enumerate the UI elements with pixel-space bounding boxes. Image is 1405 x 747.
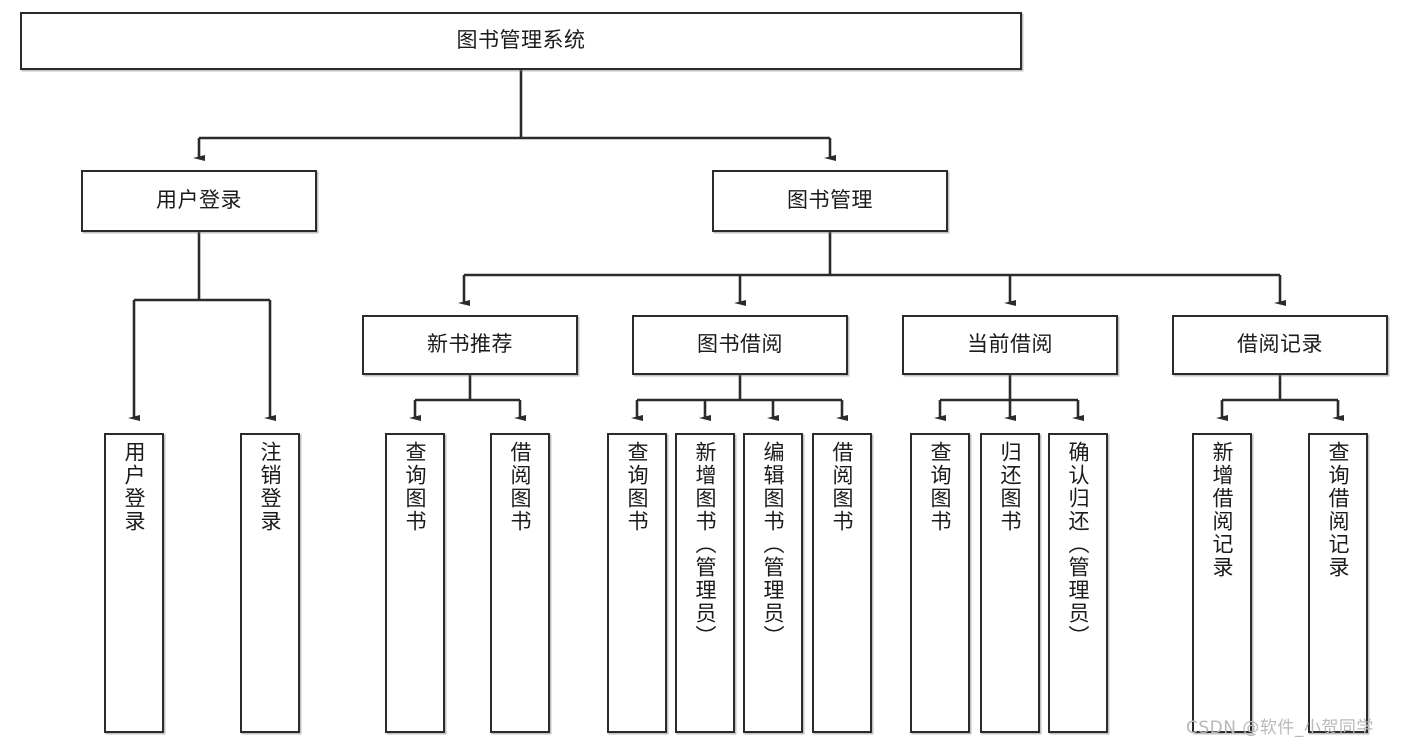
node-label: 用户登录 (122, 441, 147, 533)
node-leaf-query-book-2[interactable]: 查询图书 (607, 433, 667, 733)
node-new-book-recommend[interactable]: 新书推荐 (362, 315, 578, 375)
node-label: 借阅记录 (1237, 332, 1323, 357)
node-book-manage[interactable]: 图书管理 (712, 170, 948, 232)
node-label: 查询图书 (403, 441, 428, 533)
node-leaf-query-book-3[interactable]: 查询图书 (910, 433, 970, 733)
node-label: 当前借阅 (967, 332, 1053, 357)
node-leaf-user-login[interactable]: 用户登录 (104, 433, 164, 733)
node-label: 编辑图书（管理员） (761, 441, 786, 648)
node-user-login[interactable]: 用户登录 (81, 170, 317, 232)
node-leaf-borrow-book-2[interactable]: 借阅图书 (812, 433, 872, 733)
node-label: 查询图书 (625, 441, 650, 533)
node-leaf-add-borrow-record[interactable]: 新增借阅记录 (1192, 433, 1252, 733)
node-leaf-confirm-return[interactable]: 确认归还（管理员） (1048, 433, 1108, 733)
node-book-management-system[interactable]: 图书管理系统 (20, 12, 1022, 70)
node-leaf-add-book[interactable]: 新增图书（管理员） (675, 433, 735, 733)
node-label: 图书管理 (787, 188, 873, 213)
node-current-borrow[interactable]: 当前借阅 (902, 315, 1118, 375)
node-label: 新增图书（管理员） (693, 441, 718, 648)
node-label: 确认归还（管理员） (1066, 441, 1091, 648)
node-borrow-record[interactable]: 借阅记录 (1172, 315, 1388, 375)
node-label: 新增借阅记录 (1210, 441, 1235, 579)
node-label: 查询图书 (928, 441, 953, 533)
node-label: 归还图书 (998, 441, 1023, 533)
node-label: 借阅图书 (830, 441, 855, 533)
node-leaf-logout-login[interactable]: 注销登录 (240, 433, 300, 733)
node-label: 新书推荐 (427, 332, 513, 357)
node-label: 借阅图书 (508, 441, 533, 533)
node-leaf-edit-book[interactable]: 编辑图书（管理员） (743, 433, 803, 733)
node-label: 查询借阅记录 (1326, 441, 1351, 579)
node-label: 用户登录 (156, 188, 242, 213)
node-leaf-return-book[interactable]: 归还图书 (980, 433, 1040, 733)
node-label: 注销登录 (258, 441, 283, 533)
node-leaf-query-book-1[interactable]: 查询图书 (385, 433, 445, 733)
node-leaf-query-borrow-record[interactable]: 查询借阅记录 (1308, 433, 1368, 733)
node-label: 图书借阅 (697, 332, 783, 357)
node-book-borrow[interactable]: 图书借阅 (632, 315, 848, 375)
node-label: 图书管理系统 (456, 28, 586, 53)
node-leaf-borrow-book-1[interactable]: 借阅图书 (490, 433, 550, 733)
